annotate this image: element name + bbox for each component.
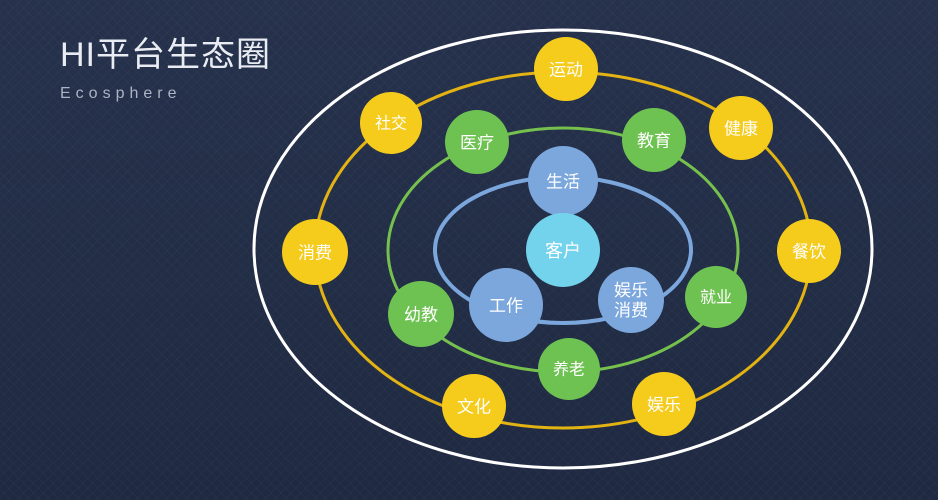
- node-健康[interactable]: 健康: [709, 96, 773, 160]
- node-label: 社交: [375, 115, 407, 133]
- node-消费[interactable]: 消费: [282, 219, 348, 285]
- node-circle: [709, 96, 773, 160]
- node-就业[interactable]: 就业: [685, 266, 747, 328]
- node-幼教[interactable]: 幼教: [388, 281, 454, 347]
- node-label: 工作: [489, 297, 523, 316]
- node-circle: [526, 213, 600, 287]
- node-教育[interactable]: 教育: [622, 108, 686, 172]
- node-label: 客户: [545, 241, 581, 261]
- title-block: HI平台生态圈 Ecosphere: [60, 34, 271, 104]
- node-label: 文化: [457, 398, 491, 417]
- ring-outermost-white-ring: [252, 28, 874, 470]
- page-title: HI平台生态圈: [60, 36, 271, 74]
- node-娱乐[interactable]: 娱乐: [632, 372, 696, 436]
- node-circle: [442, 374, 506, 438]
- node-label: 娱乐消费: [614, 281, 648, 320]
- node-center-客户[interactable]: 客户: [526, 213, 600, 287]
- node-生活[interactable]: 生活: [528, 146, 598, 216]
- node-circle: [598, 267, 664, 333]
- node-circle: [282, 219, 348, 285]
- node-label: 消费: [298, 244, 332, 263]
- node-label: 生活: [546, 173, 580, 192]
- node-label: 养老: [553, 361, 585, 379]
- node-circle: [622, 108, 686, 172]
- node-circle: [632, 372, 696, 436]
- node-circle: [360, 92, 422, 154]
- page-subtitle: Ecosphere: [60, 85, 182, 102]
- node-label: 就业: [700, 289, 732, 307]
- node-娱乐-消费[interactable]: 娱乐消费: [598, 267, 664, 333]
- node-label: 娱乐: [647, 396, 681, 415]
- node-label: 教育: [637, 132, 671, 151]
- node-label: 餐饮: [792, 243, 826, 262]
- node-文化[interactable]: 文化: [442, 374, 506, 438]
- node-工作[interactable]: 工作: [469, 268, 543, 342]
- node-label: 幼教: [404, 306, 438, 325]
- node-circle: [528, 146, 598, 216]
- node-circle: [685, 266, 747, 328]
- node-社交[interactable]: 社交: [360, 92, 422, 154]
- node-label: 医疗: [460, 134, 494, 153]
- node-养老[interactable]: 养老: [538, 338, 600, 400]
- node-医疗[interactable]: 医疗: [445, 110, 509, 174]
- node-运动[interactable]: 运动: [534, 37, 598, 101]
- node-circle: [388, 281, 454, 347]
- node-circle: [538, 338, 600, 400]
- node-circle: [534, 37, 598, 101]
- node-circle: [445, 110, 509, 174]
- node-label: 健康: [724, 120, 758, 139]
- node-circle: [777, 219, 841, 283]
- node-餐饮[interactable]: 餐饮: [777, 219, 841, 283]
- node-label: 运动: [549, 61, 583, 80]
- node-circle: [469, 268, 543, 342]
